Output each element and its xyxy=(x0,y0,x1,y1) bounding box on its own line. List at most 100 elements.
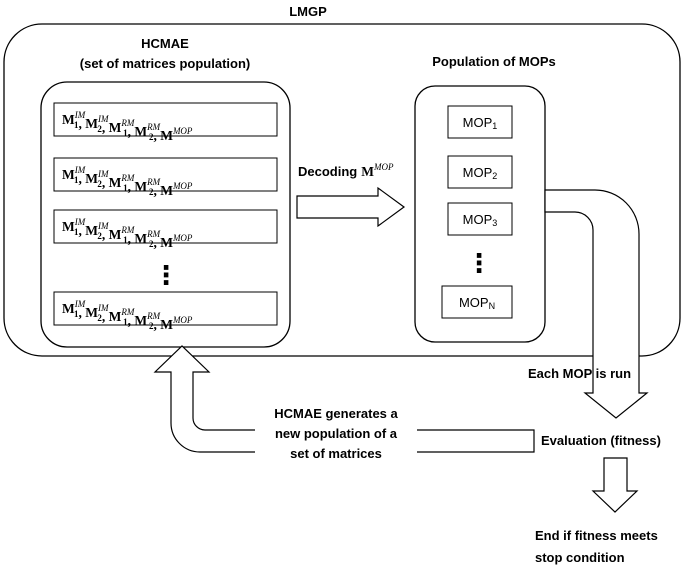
hcmae-subtitle: (set of matrices population) xyxy=(80,56,250,71)
matrix-subscript: 1 xyxy=(74,120,79,130)
matrix-superscript: IM xyxy=(97,303,109,313)
matrix-symbol: M xyxy=(160,128,173,143)
mop-item-box xyxy=(441,285,513,319)
matrix-subscript: 1 xyxy=(74,309,79,319)
matrix-symbol: M xyxy=(160,235,173,250)
matrix-superscript: IM xyxy=(74,165,86,175)
hcmae-panel xyxy=(40,81,291,348)
matrix-superscript: MOP xyxy=(172,126,193,136)
matrix-superscript: RM xyxy=(146,177,160,187)
mop-item: MOP2 xyxy=(447,155,513,189)
matrix-subscript: 2 xyxy=(149,187,154,197)
mop-item-box xyxy=(447,105,513,139)
matrix-superscript: RM xyxy=(120,173,134,183)
matrix-superscript: RM xyxy=(120,118,134,128)
matrix-ellipsis: ⋮ xyxy=(153,260,179,290)
matrix-symbol: M xyxy=(62,167,75,182)
matrix-symbol: M xyxy=(85,305,98,320)
feedback-label-line-2: new population of a xyxy=(275,426,398,441)
mops-panel xyxy=(414,85,546,343)
matrix-symbol: M xyxy=(134,124,147,139)
mop-item-label: MOP1 xyxy=(463,115,498,131)
matrix-subscript: 1 xyxy=(74,227,79,237)
decoding-arrow xyxy=(296,186,406,228)
matrix-subscript: 2 xyxy=(97,124,102,134)
end-label-line-1: End if fitness meets xyxy=(535,528,658,543)
matrix-superscript: IM xyxy=(74,217,86,227)
matrix-superscript: IM xyxy=(74,110,86,120)
matrix-symbol: M xyxy=(85,223,98,238)
matrix-symbol: M xyxy=(109,175,122,190)
matrix-symbol: M xyxy=(62,112,75,127)
matrix-symbol: M xyxy=(134,231,147,246)
matrix-row-box xyxy=(53,291,278,326)
matrix-subscript: 1 xyxy=(123,128,128,138)
mop-item: MOP3 xyxy=(447,202,513,236)
matrix-subscript: 1 xyxy=(123,235,128,245)
matrix-subscript: 2 xyxy=(97,179,102,189)
matrix-symbol: M xyxy=(134,179,147,194)
matrix-superscript: IM xyxy=(97,169,109,179)
matrix-symbol: M xyxy=(85,116,98,131)
matrix-subscript: 1 xyxy=(123,183,128,193)
evaluation-label: Evaluation (fitness) xyxy=(541,433,661,448)
mop-item-label: MOPN xyxy=(459,295,495,311)
mop-item-label: MOP2 xyxy=(463,165,498,181)
matrix-symbol: M xyxy=(160,317,173,332)
matrix-symbol: M xyxy=(134,313,147,328)
matrix-symbol: M xyxy=(85,171,98,186)
mop-item-label: MOP3 xyxy=(463,212,498,228)
matrix-row-box xyxy=(53,209,278,244)
matrix-superscript: RM xyxy=(146,122,160,132)
lmgp-title: LMGP xyxy=(289,4,327,19)
matrix-subscript: 2 xyxy=(149,132,154,142)
matrix-superscript: RM xyxy=(146,311,160,321)
matrix-symbol: M xyxy=(109,309,122,324)
matrix-subscript: 2 xyxy=(149,321,154,331)
matrix-row-box xyxy=(53,102,278,137)
matrix-symbol: M xyxy=(109,227,122,242)
end-arrow xyxy=(591,457,639,513)
matrix-subscript: 2 xyxy=(149,239,154,249)
matrix-superscript: RM xyxy=(120,307,134,317)
end-label-line-2: stop condition xyxy=(535,550,625,565)
run-mops-arrow xyxy=(544,189,649,419)
feedback-label-backdrop xyxy=(255,398,417,466)
mop-ellipsis: ⋮ xyxy=(466,248,492,278)
hcmae-title: HCMAE xyxy=(141,36,189,51)
each-mop-run-label: Each MOP is run xyxy=(528,366,631,381)
matrix-superscript: MOP xyxy=(172,181,193,191)
feedback-label-line-1: HCMAE generates a xyxy=(274,406,398,421)
matrix-superscript: RM xyxy=(146,229,160,239)
matrix-row-box xyxy=(53,157,278,192)
matrix-subscript: 2 xyxy=(97,313,102,323)
matrix-symbol: M xyxy=(62,301,75,316)
matrix-symbol: M xyxy=(160,183,173,198)
mop-item-box xyxy=(447,202,513,236)
matrix-subscript: 2 xyxy=(97,231,102,241)
feedback-label-line-3: set of matrices xyxy=(290,446,382,461)
mop-item: MOP1 xyxy=(447,105,513,139)
matrix-superscript: IM xyxy=(74,299,86,309)
matrix-superscript: IM xyxy=(97,114,109,124)
matrix-symbol: M xyxy=(62,219,75,234)
lmgp-frame xyxy=(3,23,681,357)
matrix-superscript: MOP xyxy=(172,233,193,243)
matrix-subscript: 1 xyxy=(74,175,79,185)
matrix-superscript: MOP xyxy=(172,315,193,325)
matrix-superscript: RM xyxy=(120,225,134,235)
matrix-subscript: 1 xyxy=(123,317,128,327)
mop-item: MOPN xyxy=(441,285,513,319)
matrix-superscript: IM xyxy=(97,221,109,231)
mops-title: Population of MOPs xyxy=(432,54,556,69)
